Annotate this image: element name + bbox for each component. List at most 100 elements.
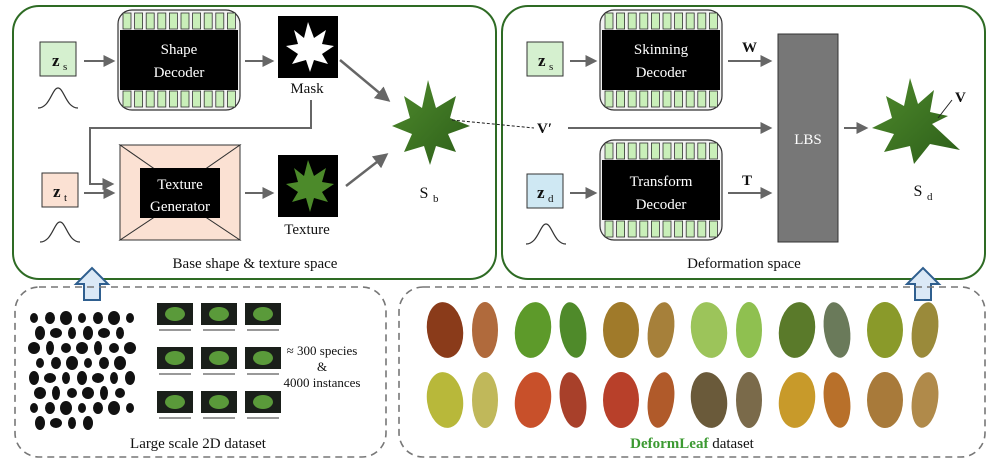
skinning-decoder-line1: Skinning [634, 42, 689, 58]
decoder-bar [616, 12, 625, 30]
decoder-bar [662, 142, 672, 160]
decoder-bar [122, 90, 132, 108]
real-leaf-photo [867, 302, 903, 358]
leaf-silhouette [30, 313, 38, 323]
decoder-bar [203, 12, 213, 30]
decoder-bar [180, 90, 190, 108]
leaf-mask-shape [286, 22, 334, 72]
decoder-bar [192, 12, 202, 30]
decoder-bar [616, 142, 625, 160]
decoder-bar [662, 12, 672, 30]
leaf-silhouette [126, 403, 134, 413]
s-b-sub: b [433, 193, 439, 205]
leaf-silhouette [35, 326, 45, 340]
decoder-bar [145, 90, 155, 108]
decoder-bar [709, 90, 718, 108]
leaf-silhouette [83, 326, 93, 340]
leaf-silhouette [36, 358, 44, 368]
real-leaf-photo [736, 372, 762, 428]
leaf-silhouette [45, 312, 55, 324]
decoder-bar [134, 12, 144, 30]
deform-panel-caption: Deformation space [687, 256, 801, 272]
decoder-bar [604, 220, 614, 238]
z-t-node: z t [39, 172, 81, 243]
decoder-bar [685, 90, 695, 108]
decoder-bar [616, 90, 625, 108]
up-arrow-icon [904, 266, 942, 301]
leaf-silhouette [29, 371, 39, 385]
leaf-silhouette [100, 386, 108, 400]
base-panel [12, 5, 497, 280]
thumbnail-caption-line [247, 373, 279, 375]
decoder-bar [651, 90, 660, 108]
lbs-block [777, 33, 839, 243]
decoder-bar [168, 90, 178, 108]
decoder-bar [604, 142, 614, 160]
leaf-silhouette [34, 387, 46, 399]
decoder-bar [651, 142, 660, 160]
transform-decoder-line1: Transform [630, 174, 693, 190]
thumbnail-leaf [209, 395, 229, 409]
transform-decoder: Transform Decoder [599, 139, 723, 241]
leaf-photo-thumbnails [157, 303, 281, 419]
s-d-sub: d [927, 191, 933, 203]
dataset-2d-panel [14, 286, 387, 458]
decoder-bar [685, 142, 695, 160]
deformleaf-name: DeformLeaf [630, 436, 709, 452]
leaf-silhouette [83, 416, 93, 430]
real-leaf-photo [647, 302, 675, 358]
leaf-silhouette [60, 401, 72, 415]
real-leaf-photo [426, 302, 464, 358]
gaussian-icon [525, 223, 567, 245]
real-leaf-photo [690, 372, 728, 428]
thumbnail-leaf [209, 307, 229, 321]
real-leaf-photo [911, 302, 939, 358]
decoder-bar [697, 90, 707, 108]
leaf-silhouette [78, 403, 86, 413]
leaf-silhouette [116, 327, 124, 339]
real-leaf-photo [778, 302, 816, 358]
decoder-bar [157, 12, 167, 30]
leaf-silhouette [50, 328, 62, 338]
leaf-silhouette [30, 403, 38, 413]
real-leaf-photo [514, 372, 552, 428]
leaf-silhouette [76, 342, 88, 354]
decoder-bar [226, 90, 236, 108]
leaf-silhouette [92, 373, 104, 383]
decoder-bar [604, 90, 614, 108]
shape-decoder: Shape Decoder [117, 9, 241, 111]
leaf-silhouette [98, 328, 110, 338]
z-t-sub: t [64, 192, 67, 204]
deform-z-s-node: z s [526, 41, 564, 77]
thumbnail-caption-line [159, 373, 191, 375]
decoder-bar [662, 220, 672, 238]
thumbnail-leaf [253, 351, 273, 365]
real-leaf-photo [472, 302, 498, 358]
leaf-silhouette [46, 341, 54, 355]
skinning-decoder: Skinning Decoder [599, 9, 723, 111]
z-t-label: z [53, 182, 61, 201]
decoder-bar [639, 12, 649, 30]
real-leaf-photo [472, 372, 498, 428]
real-leaf-photo [823, 372, 851, 428]
leaf-silhouette [108, 401, 120, 415]
leaf-silhouette-grid [28, 311, 136, 430]
base-leaf-image [392, 80, 470, 165]
decoder-bar [674, 142, 683, 160]
leaf-silhouette [126, 313, 134, 323]
thumbnail-caption-line [203, 329, 235, 331]
mask-label: Mask [290, 81, 324, 97]
decoder-bar [697, 142, 707, 160]
deformleaf-suffix: dataset [708, 436, 754, 452]
z-s-label: z [52, 51, 60, 70]
z-d-node: z d [525, 173, 567, 245]
texture-generator: Texture Generator [118, 144, 242, 241]
z-d-sub: d [548, 193, 554, 205]
leaf-silhouette [93, 402, 103, 414]
real-leaf-photo [778, 372, 816, 428]
decoder-bar [616, 220, 625, 238]
decoder-bar [697, 12, 707, 30]
z-s-sub: s [63, 61, 67, 73]
stats-line1: ≈ 300 species [287, 343, 358, 358]
texture-label: Texture [284, 222, 330, 238]
